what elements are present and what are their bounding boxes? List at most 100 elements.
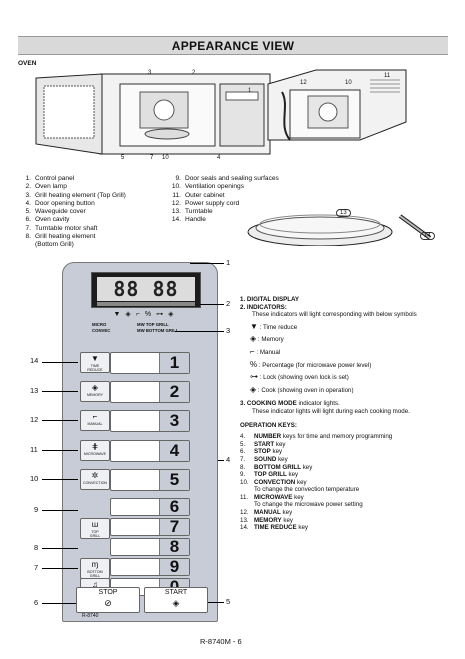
part-item: 1.Control panel xyxy=(25,175,75,182)
part-item: 6.Oven cavity xyxy=(25,216,70,224)
key-label: MICROWAVE xyxy=(83,452,107,456)
operation-key-item: 11.MICROWAVE key xyxy=(240,493,304,501)
indicator-strip xyxy=(97,302,195,306)
operation-key-item: 5.START key xyxy=(240,440,286,448)
number-key-5[interactable]: 5 xyxy=(110,469,190,491)
panel-callout-13: 13 xyxy=(30,386,39,395)
part-item: 4.Door opening button xyxy=(25,199,95,207)
number-key-7[interactable]: 7 xyxy=(110,518,190,536)
part-item: 13.Turntable xyxy=(171,208,213,216)
operation-key-item: 8.BOTTOM GRILL key xyxy=(240,463,313,471)
part-item: 11.Outer cabinet xyxy=(172,191,225,199)
operation-key-item: 13.MEMORY key xyxy=(240,516,293,524)
operation-key-item: To change the microwave power setting xyxy=(254,501,363,509)
number-key-9[interactable]: 9 xyxy=(110,558,190,576)
operation-key-item: 12.MANUAL key xyxy=(240,509,293,517)
operation-key-item: 14.TIME REDUCE key xyxy=(240,524,308,532)
key-glyph-icon: ⋕ xyxy=(91,442,99,451)
page-footer: R-8740M - 6 xyxy=(200,637,242,646)
callout-5: 5 xyxy=(121,155,125,161)
part-item: 9.Door seals and sealing surfaces xyxy=(175,175,279,182)
manual-icon: ⌐ xyxy=(250,346,255,356)
section-label: OVEN xyxy=(18,60,37,67)
part-item: 5.Waveguide cover xyxy=(25,208,86,216)
callout-14: 14 xyxy=(420,232,435,240)
part-item: (Bottom Grill) xyxy=(35,241,74,249)
callout-4: 4 xyxy=(217,155,221,161)
part-item: 12.Power supply cord xyxy=(171,199,240,207)
time-reduce-icon: ▼ xyxy=(250,321,258,331)
callout-12: 12 xyxy=(300,80,307,86)
number-key-8[interactable]: 8 xyxy=(110,538,190,556)
cook-icon: ◈ xyxy=(250,384,257,394)
panel-callout-5: 5 xyxy=(226,597,231,606)
number-digit: 6 xyxy=(159,498,189,515)
display-digits: 88 88 xyxy=(97,277,195,301)
callout-11: 11 xyxy=(384,73,391,79)
key-glyph-icon: ▼ xyxy=(91,354,99,363)
key-glyph-icon: ◈ xyxy=(91,383,99,392)
panel-callout-9: 9 xyxy=(34,505,39,514)
key-icon-3[interactable]: ⋕MICROWAVE xyxy=(80,440,110,461)
panel-callout-2: 2 xyxy=(226,299,231,308)
panel-callout-10: 10 xyxy=(30,474,39,483)
percentage-icon: % xyxy=(250,359,258,369)
number-key-6[interactable]: 6 xyxy=(110,498,190,516)
number-digit: 2 xyxy=(159,382,189,402)
stop-button[interactable]: STOP⊘ xyxy=(76,587,140,613)
start-button[interactable]: START◈ xyxy=(144,587,208,613)
panel-callout-3: 3 xyxy=(226,326,231,335)
part-item: 14.Handle xyxy=(171,216,206,224)
callout-10-rear: 10 xyxy=(345,80,352,86)
number-digit: 9 xyxy=(159,558,189,575)
operation-key-item: 6.STOP key xyxy=(240,448,283,456)
panel-callout-4: 4 xyxy=(226,455,231,464)
part-item: 7.Turntable motor shaft xyxy=(25,224,98,232)
page-title: APPEARANCE VIEW xyxy=(18,36,448,55)
part-item: 2.Oven lamp xyxy=(25,183,67,191)
model-label: R-8740 xyxy=(82,613,99,619)
panel-callout-11: 11 xyxy=(30,445,38,454)
descriptions: 1. DIGITAL DISPLAY 2. INDICATORS: These … xyxy=(240,296,460,532)
operation-key-item: 4.NUMBER keys for time and memory progra… xyxy=(240,433,393,441)
panel-callout-8: 8 xyxy=(34,543,39,552)
number-digit: 8 xyxy=(159,538,189,555)
key-icon-4[interactable]: ✲CONVECTION xyxy=(80,469,110,490)
number-digit: 3 xyxy=(159,411,189,431)
key-glyph-icon: ɯ xyxy=(91,520,99,529)
part-item: 8.Grill heating element xyxy=(25,233,96,241)
key-glyph-icon: ɱ xyxy=(91,560,99,569)
key-icon-2[interactable]: ⌐MANUAL xyxy=(80,410,110,431)
lock-icon: ⊶ xyxy=(250,372,258,382)
callout-2: 2 xyxy=(192,70,196,76)
key-label: CONVECTION xyxy=(83,481,107,485)
callout-13: 13 xyxy=(336,209,351,217)
number-key-3[interactable]: 3 xyxy=(110,410,190,432)
callout-10: 10 xyxy=(162,155,169,161)
key-label: MEMORY xyxy=(86,393,104,397)
panel-callout-7: 7 xyxy=(34,563,39,572)
part-item: 10.Ventilation openings xyxy=(171,183,245,191)
operation-key-item: 7.SOUND key xyxy=(240,455,288,463)
part-item: 3.Grill heating element (Top Grill) xyxy=(25,191,126,199)
number-key-1[interactable]: 1 xyxy=(110,352,190,374)
number-digit: 5 xyxy=(159,470,189,490)
oven-illustration xyxy=(35,69,432,246)
parts-list-left: 1.Control panel 2.Oven lamp 3.Grill heat… xyxy=(20,175,126,250)
memory-icon: ◈ xyxy=(250,334,257,344)
panel-callout-14: 14 xyxy=(30,356,39,365)
key-glyph-icon: ♫ xyxy=(92,580,98,589)
key-icon-1[interactable]: ◈MEMORY xyxy=(80,381,110,402)
number-key-2[interactable]: 2 xyxy=(110,381,190,403)
callout-3: 3 xyxy=(148,70,152,76)
number-digit: 4 xyxy=(159,441,189,461)
number-key-4[interactable]: 4 xyxy=(110,440,190,462)
